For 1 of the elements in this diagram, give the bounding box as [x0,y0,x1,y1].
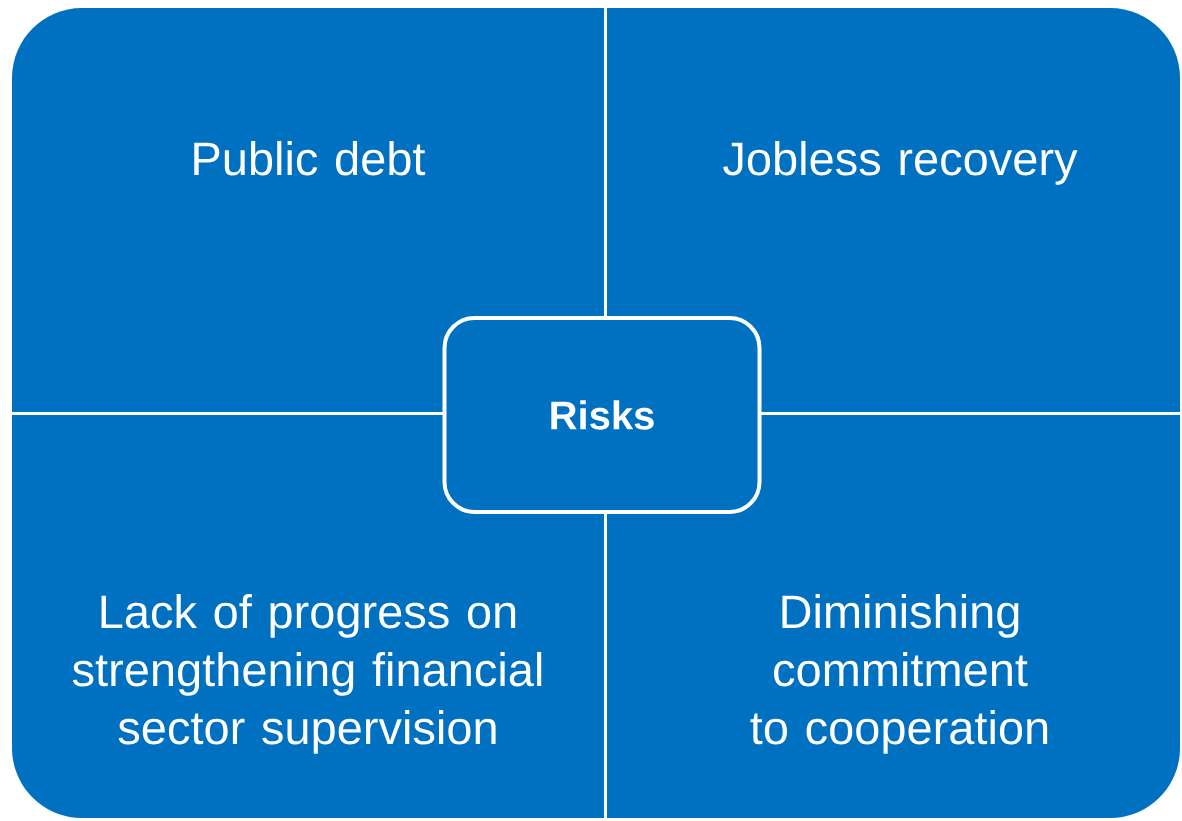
center-box: Risks [442,316,762,514]
